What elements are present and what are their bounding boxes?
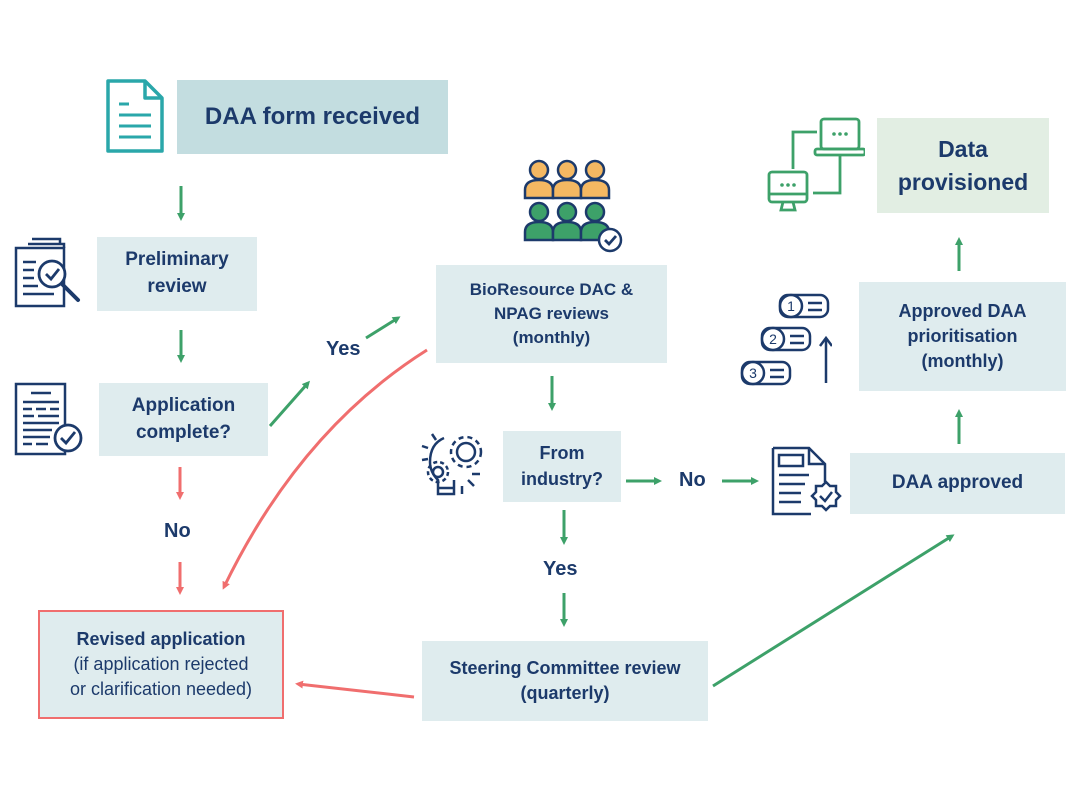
svg-text:1: 1 <box>787 298 795 314</box>
node-daa-form-received: DAA form received <box>177 80 448 154</box>
node-label: Application <box>131 394 236 416</box>
node-revised-application: Revised application (if application reje… <box>38 610 284 719</box>
node-label: prioritisation <box>907 325 1018 346</box>
arrow-application-to-yes <box>268 380 310 427</box>
edge-label-no: No <box>164 520 191 542</box>
node-label: (monthly) <box>512 327 591 347</box>
node-application-complete: Application complete? <box>99 383 268 456</box>
arrow-steering-to-approved <box>712 534 955 688</box>
node-label: DAA form received <box>204 103 421 131</box>
node-label: (monthly) <box>921 351 1004 372</box>
node-data-provisioned: Data provisioned <box>877 118 1049 213</box>
node-label: NPAG reviews <box>494 304 609 324</box>
node-daa-approved: DAA approved <box>850 453 1065 514</box>
node-label: review <box>147 276 207 297</box>
arrow-dac-to-revised <box>222 348 428 590</box>
node-label: BioResource DAC & <box>469 280 634 300</box>
node-label: Approved DAA <box>898 300 1027 321</box>
lightbulb-gears-icon <box>421 433 483 496</box>
node-dac-npag-review: BioResource DAC & NPAG reviews (monthly) <box>436 265 667 363</box>
ranked-list-icon: 1 2 3 <box>740 293 832 386</box>
networked-computers-icon <box>767 117 865 212</box>
document-magnifier-check-icon <box>14 237 80 308</box>
node-sublabel: or clarification needed) <box>69 679 253 700</box>
node-label: (quarterly) <box>520 683 610 703</box>
node-preliminary-review: Preliminary review <box>97 237 257 311</box>
node-sublabel: (if application rejected <box>73 653 249 674</box>
node-label: Data <box>938 136 988 163</box>
document-icon <box>106 79 164 153</box>
arrow-yes-to-dac <box>365 316 401 340</box>
arrow-steering-to-revised <box>295 680 415 699</box>
certified-document-icon <box>771 446 842 516</box>
people-group-check-icon <box>523 159 623 253</box>
node-label: From <box>539 443 585 464</box>
node-label: DAA approved <box>891 472 1024 494</box>
node-label: Preliminary <box>125 249 229 271</box>
svg-text:2: 2 <box>769 331 777 347</box>
svg-text:3: 3 <box>749 365 757 381</box>
node-label: complete? <box>135 421 232 443</box>
node-approved-prioritisation: Approved DAA prioritisation (monthly) <box>859 282 1066 391</box>
node-label: provisioned <box>897 168 1029 195</box>
edge-label-yes: Yes <box>543 558 578 580</box>
node-label: Steering Committee review <box>449 657 681 678</box>
edge-label-no: No <box>679 469 706 491</box>
node-from-industry: From industry? <box>503 431 621 502</box>
node-steering-committee: Steering Committee review (quarterly) <box>422 641 708 721</box>
node-label: Revised application <box>76 628 246 649</box>
edge-label-yes: Yes <box>326 338 361 360</box>
node-label: industry? <box>520 468 603 489</box>
checklist-document-icon <box>14 382 83 456</box>
